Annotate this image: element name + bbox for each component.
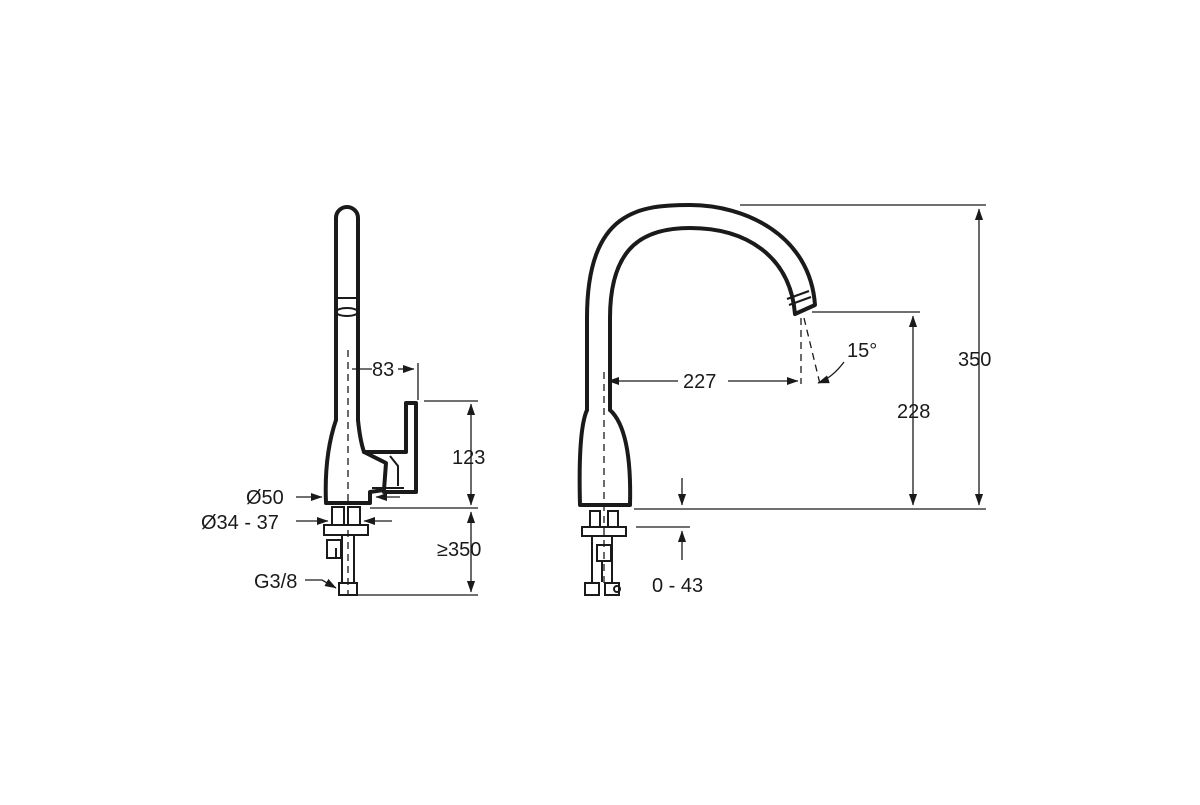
side-view-handle (362, 401, 418, 494)
front-view-fitting-left (584, 582, 600, 596)
dim-angle-label: 15° (847, 340, 877, 362)
front-view-spout (585, 203, 817, 412)
front-view-fitting-right (604, 582, 620, 596)
dim-123-label: 123 (452, 447, 485, 469)
dim-0-43-label: 0 - 43 (652, 575, 703, 597)
side-view: 83 123 ≥350 Ø50 Ø34 - 37 G3/8 (201, 205, 485, 596)
dim-83-label: 83 (372, 359, 394, 381)
front-view-body (577, 408, 633, 507)
dim-diameter-34-37-label: Ø34 - 37 (201, 512, 279, 534)
front-view: 227 15° 228 350 0 - 43 (577, 203, 991, 597)
dim-min-350-label: ≥350 (437, 539, 481, 561)
front-view-nut (581, 526, 627, 537)
side-view-spout (334, 205, 360, 422)
dim-thread-label: G3/8 (254, 571, 297, 593)
side-view-fitting (338, 582, 358, 596)
dim-350-label: 350 (958, 349, 991, 371)
dim-227-label: 227 (683, 371, 716, 393)
dim-diameter-50-label: Ø50 (246, 487, 284, 509)
side-view-nut (323, 524, 369, 536)
side-view-body (323, 418, 388, 505)
dim-228-label: 228 (897, 401, 930, 423)
